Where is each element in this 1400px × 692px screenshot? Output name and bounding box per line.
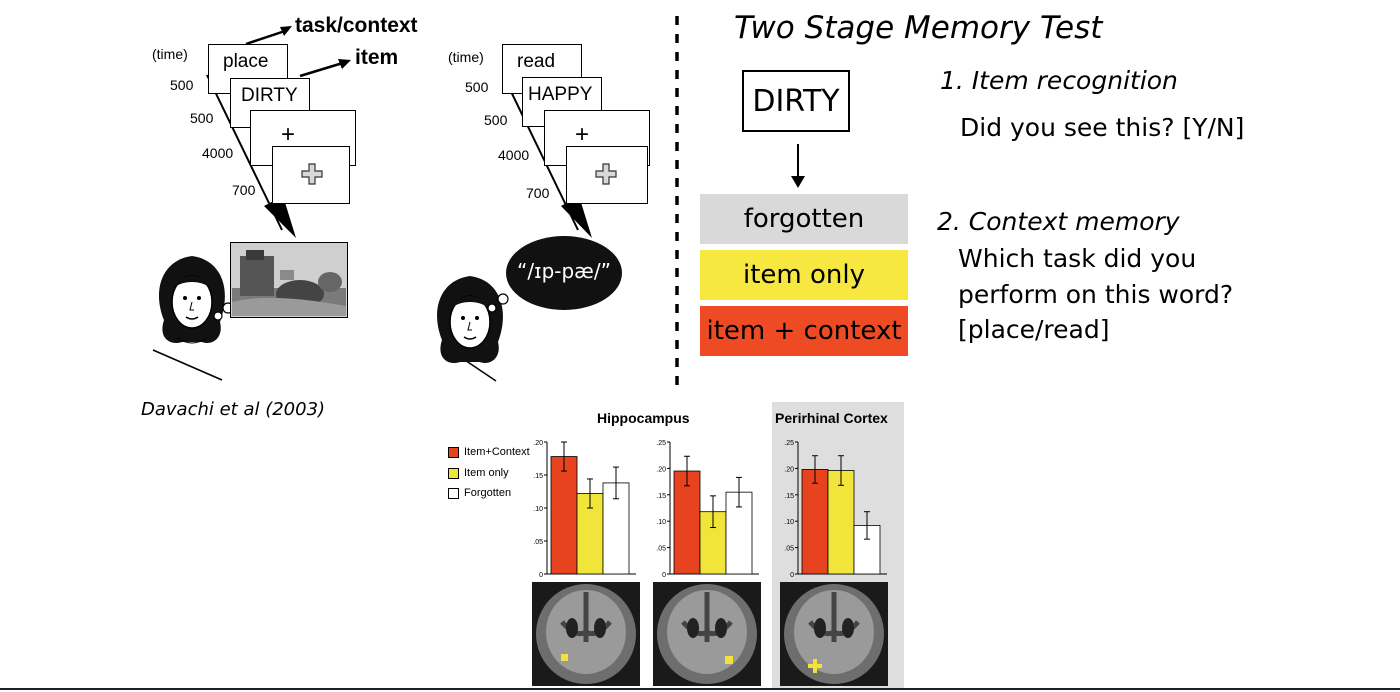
hippocampus-chart-1: 0 .05 .10 .15 .20 — [533, 440, 636, 579]
duration-label: 500 — [190, 110, 214, 126]
bar — [673, 470, 701, 575]
brain-slice-image — [653, 582, 761, 686]
dashed-divider — [675, 16, 679, 392]
cross-cue-icon — [301, 163, 323, 185]
speech-bubble — [506, 236, 622, 310]
phonetic-text: “/ɪp-pæ/” — [517, 259, 611, 283]
y-tick-label: .15 — [533, 473, 543, 480]
outcome-label: item only — [742, 260, 865, 290]
y-tick-label: .05 — [656, 546, 666, 553]
item-word: DIRTY — [241, 85, 298, 106]
duration-label: 500 — [465, 79, 489, 95]
middle-trial-diagram: (time) 500 500 4000 700 read HAPPY + “/ɪ… — [420, 0, 660, 400]
outcome-item-context: item + context — [700, 306, 908, 356]
step2-question-line: [place/read] — [958, 315, 1110, 344]
y-tick-label: .25 — [656, 440, 666, 447]
step1-question: Did you see this? [Y/N] — [960, 113, 1245, 142]
brain-slice-image — [780, 582, 888, 686]
y-tick-label: .10 — [656, 519, 666, 526]
left-timeline-arrow — [152, 26, 351, 381]
hippocampus-title: Hippocampus — [597, 410, 690, 426]
outcome-item-only: item only — [700, 250, 908, 300]
duration-label: 500 — [170, 77, 194, 93]
step2-question-line: Which task did you — [958, 244, 1197, 273]
perirhinal-title: Perirhinal Cortex — [775, 410, 888, 426]
memory-test-title: Two Stage Memory Test — [734, 10, 1103, 46]
brain-slice-image — [532, 582, 640, 686]
step1-title: 1. Item recognition — [940, 66, 1178, 95]
y-tick-label: .05 — [533, 539, 543, 546]
stimulus-frame-cue — [272, 146, 350, 204]
legend-label: Forgotten — [464, 487, 512, 499]
outcome-label: item + context — [706, 316, 902, 346]
task-context-annotation: task/context — [295, 14, 418, 37]
legend-item: Item+Context — [448, 446, 530, 458]
task-word: read — [517, 51, 556, 72]
legend-label: Item only — [464, 467, 509, 479]
stimulus-frame-task: place — [208, 44, 288, 94]
cross-cue-icon — [595, 163, 617, 185]
perirhinal-chart: 0 .05 .10 .15 .20 .25 — [784, 440, 887, 579]
duration-label: 500 — [484, 112, 508, 128]
step2-question-line: perform on this word? — [958, 280, 1234, 309]
down-arrow-icon — [791, 144, 805, 188]
time-label: (time) — [448, 49, 484, 65]
duration-label: 700 — [232, 182, 256, 198]
left-trial-diagram: (time) 500 500 4000 700 place DIRTY + ta… — [0, 0, 450, 400]
y-tick-label: .20 — [656, 466, 666, 473]
imagined-scene-image — [230, 242, 348, 318]
stimulus-frame-cue — [566, 146, 648, 204]
y-tick-label: .25 — [784, 440, 794, 447]
y-tick-label: .20 — [784, 466, 794, 473]
bar — [827, 470, 855, 575]
thought-bubble-icon — [487, 293, 509, 313]
task-word: place — [223, 51, 269, 72]
hippocampus-chart-2: 0 .05 .10 .15 .20 .25 — [656, 440, 759, 579]
y-tick-label: .15 — [656, 493, 666, 500]
y-tick-label: .20 — [533, 440, 543, 447]
step2-title: 2. Context memory — [937, 207, 1180, 236]
outcome-forgotten: forgotten — [700, 194, 908, 244]
y-tick-label: .05 — [784, 546, 794, 553]
legend-swatch — [448, 487, 459, 499]
bottom-edge-line — [0, 688, 1400, 690]
woman-face-icon — [159, 256, 225, 344]
bar — [801, 469, 829, 575]
duration-label: 4000 — [202, 145, 234, 161]
duration-label: 4000 — [498, 147, 530, 163]
fixation-cross: + — [281, 121, 296, 148]
citation: Davachi et al (2003) — [141, 399, 326, 420]
woman-face-icon — [437, 276, 503, 364]
y-tick-label: 0 — [539, 572, 543, 579]
item-annotation: item — [355, 46, 399, 69]
bar — [550, 456, 578, 575]
time-label: (time) — [152, 46, 188, 62]
item-word: HAPPY — [528, 84, 593, 105]
y-tick-label: 0 — [662, 572, 666, 579]
y-tick-label: .15 — [784, 493, 794, 500]
y-tick-label: .10 — [784, 519, 794, 526]
fixation-cross: + — [575, 121, 590, 148]
test-word-box: DIRTY — [742, 70, 850, 132]
y-tick-label: 0 — [790, 572, 794, 579]
y-tick-label: .10 — [533, 506, 543, 513]
legend-item: Forgotten — [448, 487, 511, 499]
test-word: DIRTY — [752, 83, 840, 119]
legend-item: Item only — [448, 467, 509, 479]
duration-label: 700 — [526, 185, 550, 201]
legend-label: Item+Context — [464, 446, 530, 458]
legend-swatch — [448, 467, 459, 479]
legend-swatch — [448, 446, 459, 458]
outcome-label: forgotten — [743, 204, 865, 234]
